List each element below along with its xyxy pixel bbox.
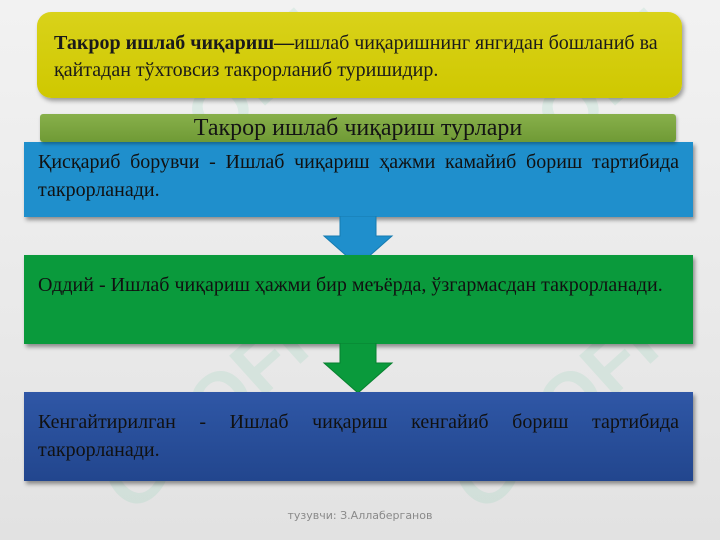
- definition-term: Такрор ишлаб чиқариш: [54, 32, 275, 54]
- step-shrinking-text: Қисқариб борувчи - Ишлаб чиқариш ҳажми к…: [38, 151, 679, 201]
- definition-text: ишлаб чиқаришнинг янгидан бошланиб ва қа…: [54, 32, 658, 81]
- arrow-down-icon: [322, 216, 394, 267]
- step-expanded-text: Кенгайтирилган - Ишлаб чиқариш кенгайиб …: [38, 411, 679, 461]
- step-shrinking-box: Қисқариб борувчи - Ишлаб чиқариш ҳажми к…: [24, 142, 693, 217]
- step-expanded-box: Кенгайтирилган - Ишлаб чиқариш кенгайиб …: [24, 392, 693, 481]
- types-title-bar: Такрор ишлаб чиқариш турлари: [40, 114, 676, 142]
- footer-credit: тузувчи: З.Аллаберганов: [287, 509, 433, 522]
- definition-dash: —: [274, 32, 295, 54]
- arrow-down-icon: [322, 343, 394, 394]
- definition-box: Такрор ишлаб чиқариш—ишлаб чиқаришнинг я…: [37, 12, 682, 98]
- step-simple-text: Оддий - Ишлаб чиқариш ҳажми бир меъёрда,…: [38, 274, 663, 296]
- types-title: Такрор ишлаб чиқариш турлари: [193, 115, 523, 141]
- step-simple-box: Оддий - Ишлаб чиқариш ҳажми бир меъёрда,…: [24, 255, 693, 344]
